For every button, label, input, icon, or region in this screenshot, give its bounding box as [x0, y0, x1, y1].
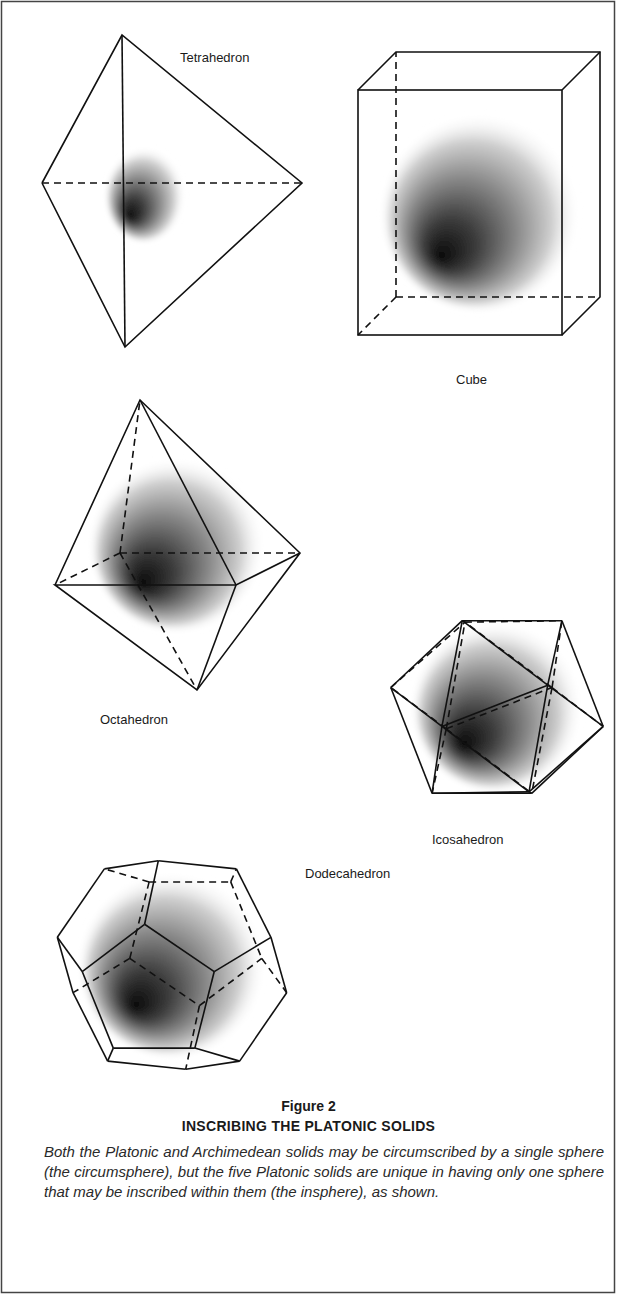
- hidden-edge: [231, 882, 262, 959]
- edge: [42, 35, 302, 347]
- hidden-edge: [73, 958, 130, 992]
- hidden-edge: [130, 958, 200, 1005]
- insphere: [78, 871, 266, 1059]
- edge: [82, 924, 144, 971]
- edge: [432, 793, 532, 795]
- edge: [391, 688, 442, 727]
- hidden-edge: [262, 958, 287, 992]
- edge: [358, 90, 562, 335]
- edge: [214, 937, 271, 971]
- figure-title: INSCRIBING THE PLATONIC SOLIDS: [0, 1118, 617, 1134]
- hidden-edge: [358, 297, 396, 335]
- tetrahedron-wireframe: [42, 35, 302, 347]
- edge: [113, 1047, 195, 1049]
- edge: [358, 52, 600, 335]
- edge: [532, 726, 603, 793]
- edge: [442, 685, 548, 726]
- edge: [108, 1048, 114, 1061]
- hidden-edge: [104, 869, 149, 882]
- insphere: [89, 457, 265, 633]
- edge: [442, 621, 462, 727]
- hidden-edge: [396, 296, 600, 298]
- edge: [562, 52, 600, 90]
- edge: [195, 972, 214, 1049]
- hidden-edge: [120, 553, 197, 690]
- edge: [529, 685, 548, 792]
- edge: [140, 400, 236, 585]
- edge: [462, 621, 547, 685]
- hidden-edge: [395, 52, 397, 297]
- edge: [158, 861, 236, 869]
- solid-name: Tetrahedron: [180, 50, 249, 66]
- solid-name: Dodecahedron: [305, 866, 390, 882]
- edge: [57, 869, 104, 937]
- hidden-edge: [199, 958, 261, 1005]
- edge: [57, 937, 73, 992]
- edge: [122, 35, 125, 347]
- edge: [562, 621, 603, 727]
- edge: [236, 869, 271, 937]
- dodecahedron-wireframe: [57, 861, 286, 1069]
- edge: [462, 620, 562, 622]
- edge: [73, 993, 108, 1061]
- edge: [145, 924, 215, 971]
- edge: [195, 1048, 240, 1061]
- insphere: [105, 147, 185, 243]
- hidden-edge: [42, 182, 302, 184]
- hidden-edge: [120, 552, 300, 554]
- edge: [271, 937, 287, 992]
- insphere: [380, 113, 580, 313]
- edge: [442, 726, 529, 791]
- edge: [108, 1061, 186, 1069]
- edge: [197, 585, 236, 690]
- edge: [57, 937, 82, 971]
- edge: [55, 400, 300, 690]
- octahedron-wireframe: [55, 400, 300, 690]
- edge: [432, 726, 442, 793]
- solid-name: Octahedron: [100, 712, 168, 728]
- icosahedron-wireframe: [391, 621, 603, 794]
- edge: [240, 993, 287, 1061]
- cube-wireframe: [358, 52, 600, 335]
- edge: [82, 972, 113, 1049]
- solid-name: Cube: [456, 372, 487, 388]
- solid-name: Icosahedron: [432, 832, 504, 848]
- edge: [186, 1061, 240, 1069]
- hidden-edge: [149, 881, 231, 883]
- edge: [104, 861, 158, 869]
- hidden-edge: [231, 869, 237, 882]
- hidden-edge: [446, 622, 465, 729]
- figure-caption: Both the Platonic and Archimedean solids…: [44, 1142, 604, 1202]
- hidden-edge: [55, 553, 120, 585]
- hidden-edge: [446, 688, 552, 729]
- edge: [145, 861, 159, 924]
- figure-number: Figure 2: [0, 1098, 617, 1114]
- edge: [548, 621, 562, 685]
